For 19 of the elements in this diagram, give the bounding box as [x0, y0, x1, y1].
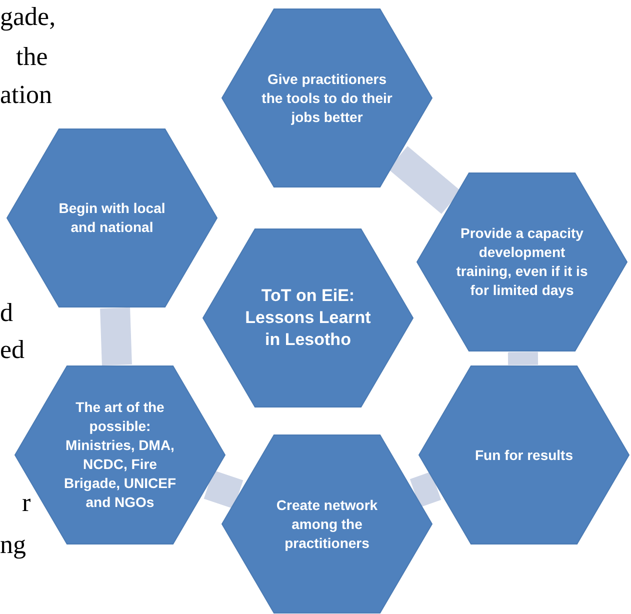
hexagon-label: Create network among the practitioners: [275, 496, 379, 552]
body-text-fragment: gade,: [0, 2, 56, 32]
hexagon-label: Begin with local and national: [58, 199, 166, 237]
connector-band: [204, 470, 244, 509]
body-text-fragment: d: [0, 298, 13, 328]
body-text-fragment: the: [16, 42, 48, 72]
connector-band: [100, 308, 132, 366]
body-text-fragment: ation: [0, 80, 52, 110]
body-text-fragment: ng: [0, 530, 26, 560]
hexagon-label: Fun for results: [474, 446, 573, 464]
hexagon-label: ToT on EiE: Lessons Learnt in Lesotho: [244, 285, 372, 351]
body-text-fragment: r: [22, 488, 31, 518]
hexagon-label: Provide a capacity development training, even if it is for limited days: [456, 224, 588, 300]
connector-band: [508, 352, 538, 366]
connector-band: [410, 472, 442, 508]
body-text-fragment: ed: [0, 335, 25, 365]
hexagon-label: Give practitioners the tools to do their jobs better: [261, 70, 393, 126]
connector-band: [388, 146, 461, 214]
hexagon-label: The art of the possible: Ministries, DMA, NCDC, Fire Brigade, UNICEF and NGOs: [62, 398, 177, 512]
